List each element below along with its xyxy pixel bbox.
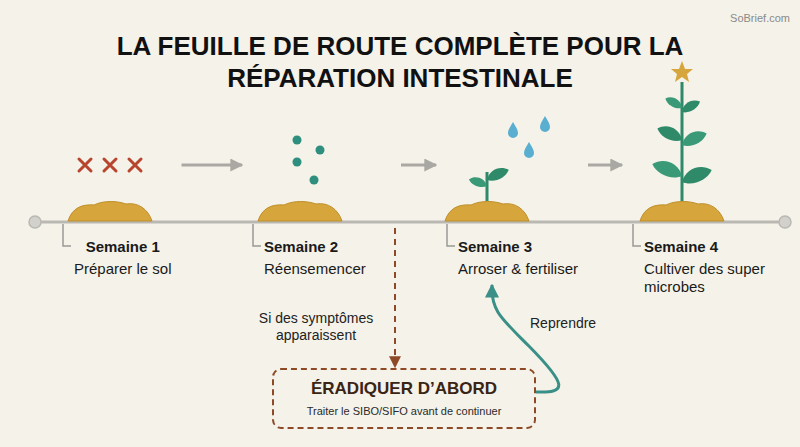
tick [63, 224, 71, 246]
leaf [679, 127, 709, 149]
stem [681, 82, 684, 201]
timeline-step: Semaine 1 Préparer le sol [58, 120, 176, 282]
title: LA FEUILLE DE ROUTE COMPLÈTE POUR LA RÉP… [70, 30, 730, 94]
sprout [468, 116, 550, 201]
timeline-end [29, 216, 41, 228]
step-heading: Semaine 3 [458, 238, 578, 256]
timeline-step: Semaine 3 Arroser & fertiliser [442, 120, 582, 282]
grey-connector [182, 164, 242, 167]
seed [293, 136, 302, 145]
leaf [664, 94, 685, 111]
step-description: Cultiver des super microbes [644, 260, 784, 296]
stem [486, 172, 489, 201]
edge-label: Si des symptômes apparaissent [238, 309, 394, 345]
leaf [468, 175, 489, 190]
step-description: Traiter le SIBO/SIFO avant de continuer [284, 404, 524, 418]
step-description: Arroser & fertiliser [458, 260, 578, 278]
leaf [679, 162, 714, 187]
leaf [650, 156, 685, 181]
watermark: SoBrief.com [730, 12, 790, 24]
seed [310, 176, 319, 185]
leaf [484, 164, 510, 184]
soil-mound [68, 202, 152, 222]
soil-mound [445, 202, 529, 222]
soil-mound [258, 202, 342, 222]
step-heading: ÉRADIQUER D’ABORD [284, 378, 524, 399]
cross [129, 159, 141, 171]
step-description: Préparer le sol [74, 260, 172, 278]
seed [316, 146, 325, 155]
tick [633, 224, 641, 246]
water-drop [524, 142, 534, 158]
seed [293, 158, 302, 167]
cross [79, 159, 91, 171]
seeds [293, 136, 325, 185]
timeline-end [779, 216, 791, 228]
water-drop [540, 116, 550, 132]
edge-label: Reprendre [528, 314, 598, 333]
step-heading: Semaine 4 [644, 238, 784, 256]
step-description: Réensemencer [264, 260, 391, 278]
grey-connector [401, 164, 436, 167]
leaf [655, 122, 685, 144]
red-crosses [79, 159, 141, 171]
soil-mounds [68, 202, 724, 222]
timeline-step: Semaine 4 Cultiver des super microbes [628, 120, 788, 300]
step-heading: Semaine 2 [264, 238, 391, 256]
plant [650, 61, 714, 201]
callout-box: ÉRADIQUER D’ABORD Traiter le SIBO/SIFO av… [272, 368, 536, 429]
star [671, 61, 693, 82]
tick [253, 224, 261, 246]
tick [447, 224, 455, 246]
timeline-step: Semaine 2 Réensemencer [248, 120, 395, 282]
brown-connector [394, 228, 396, 367]
cross [104, 159, 116, 171]
leaf [679, 97, 702, 115]
step-heading: Semaine 1 [74, 238, 172, 256]
water-drop [508, 122, 518, 138]
grey-connector [588, 164, 622, 167]
soil-mound [640, 202, 724, 222]
